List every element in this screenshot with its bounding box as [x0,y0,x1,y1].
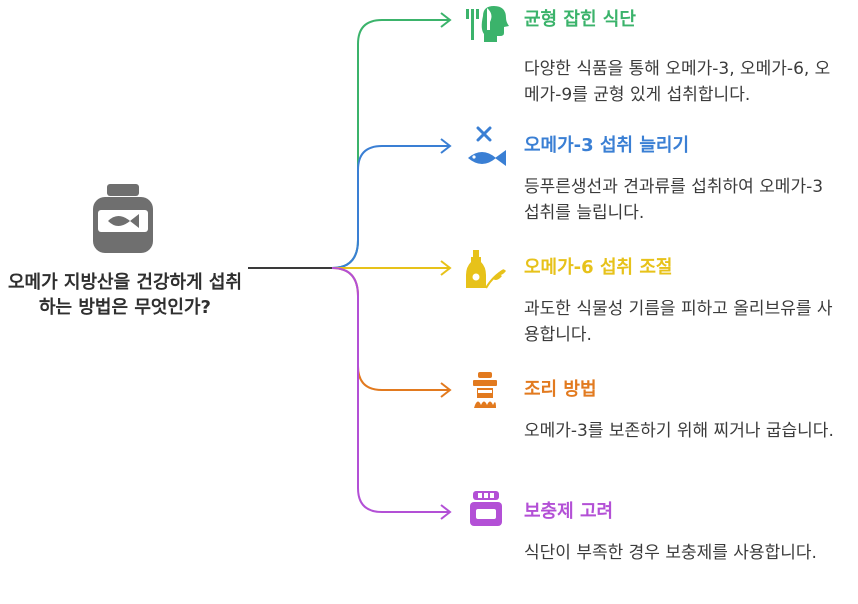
fish-with-cross-icon [468,126,506,166]
steamer-pot-icon [473,372,497,408]
branch-desc-balanced-diet: 다양한 식품을 통해 오메가-3, 오메가-6, 오메가-9를 균형 있게 섭취… [524,59,831,105]
branch-title-control-omega6: 오메가-6 섭취 조절 [524,257,673,278]
branch-connector-2 [331,138,452,269]
branch-connector-3 [332,260,452,276]
root-question: 오메가 지방산을 건강하게 섭취하는 방법은 무엇인가? [7,272,243,318]
branch-connector-1 [331,12,452,269]
supplement-jar-icon [470,491,502,526]
branch-title-consider-supplements: 보충제 고려 [524,501,614,522]
branch-title-balanced-diet: 균형 잡힌 식단 [524,9,636,30]
branch-connector-4 [331,267,452,398]
branch-desc-increase-omega3: 등푸른생선과 견과류를 섭취하여 오메가-3 섭취를 늘립니다. [524,177,824,223]
branch-desc-control-omega6: 과도한 식물성 기름을 피하고 올리브유를 사용합니다. [524,299,833,345]
branch-connector-5 [331,267,452,520]
head-with-utensils-icon [466,6,509,42]
branch-desc-cooking-method: 오메가-3를 보존하기 위해 찌거나 굽습니다. [524,421,834,441]
branch-title-increase-omega3: 오메가-3 섭취 늘리기 [524,135,690,156]
oil-bottle-with-leaf-icon [466,250,506,289]
jar-with-fish-icon [93,184,153,253]
branch-title-cooking-method: 조리 방법 [524,379,597,400]
branch-desc-consider-supplements: 식단이 부족한 경우 보충제를 사용합니다. [524,543,817,563]
